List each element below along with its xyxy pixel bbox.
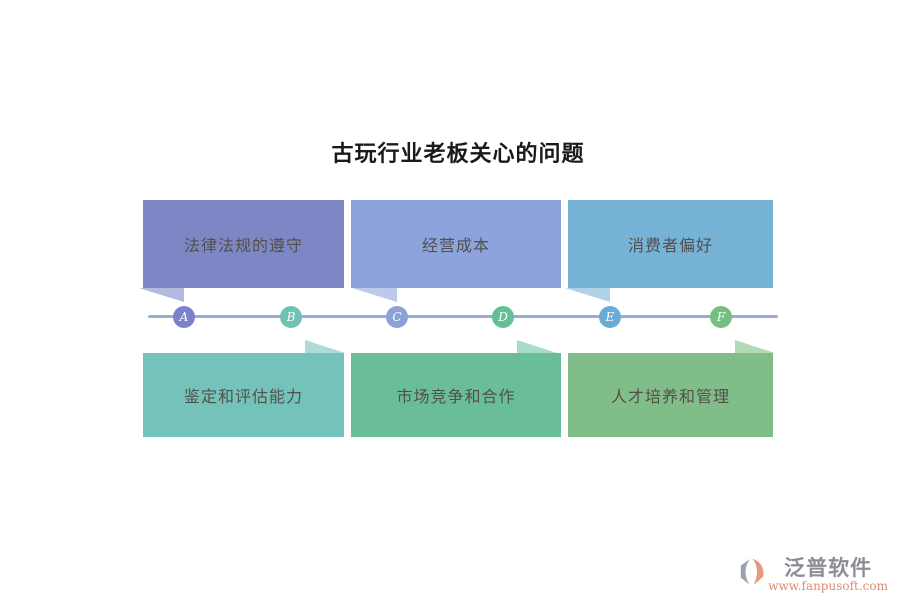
timeline-node-a: A bbox=[173, 306, 195, 328]
page-title: 古玩行业老板关心的问题 bbox=[331, 141, 585, 167]
note-box-talent: 人才培养和管理 bbox=[568, 340, 775, 437]
timeline-node-b: B bbox=[280, 306, 302, 328]
note-box-consumer-preference: 消费者偏好 bbox=[565, 200, 773, 302]
node-letter: F bbox=[716, 310, 726, 324]
timeline-node-f: F bbox=[710, 306, 732, 328]
node-letter: D bbox=[498, 310, 508, 324]
fanpu-logo-icon bbox=[741, 558, 764, 586]
note-label: 消费者偏好 bbox=[627, 236, 713, 255]
note-box-operating-cost: 经营成本 bbox=[351, 200, 561, 302]
note-label: 鉴定和评估能力 bbox=[183, 387, 303, 406]
node-letter: C bbox=[392, 310, 402, 324]
note-box-appraisal: 鉴定和评估能力 bbox=[143, 340, 345, 437]
note-tail-pointer bbox=[565, 288, 610, 302]
note-box-legal: 法律法规的遵守 bbox=[139, 200, 344, 302]
timeline-node-c: C bbox=[386, 306, 408, 328]
note-label: 市场竞争和合作 bbox=[396, 387, 516, 406]
node-letter: B bbox=[286, 310, 296, 324]
brand-name: 泛普软件 bbox=[784, 555, 873, 580]
note-label: 法律法规的遵守 bbox=[183, 236, 303, 255]
timeline-node-e: E bbox=[599, 306, 621, 328]
note-tail-pointer bbox=[735, 340, 775, 353]
note-tail-pointer bbox=[352, 288, 397, 302]
brand-watermark: 泛普软件 www.fanpusoft.com bbox=[738, 557, 888, 592]
note-tail-pointer bbox=[305, 340, 345, 353]
brand-url: www.fanpusoft.com bbox=[768, 579, 888, 593]
timeline-line bbox=[148, 315, 778, 318]
note-box-competition: 市场竞争和合作 bbox=[351, 340, 561, 437]
note-tail-pointer bbox=[139, 288, 184, 302]
note-tail-pointer bbox=[517, 340, 557, 353]
node-letter: E bbox=[605, 310, 615, 324]
timeline-node-d: D bbox=[492, 306, 514, 328]
note-label: 人才培养和管理 bbox=[610, 387, 730, 406]
node-letter: A bbox=[179, 310, 189, 324]
note-label: 经营成本 bbox=[421, 236, 490, 255]
